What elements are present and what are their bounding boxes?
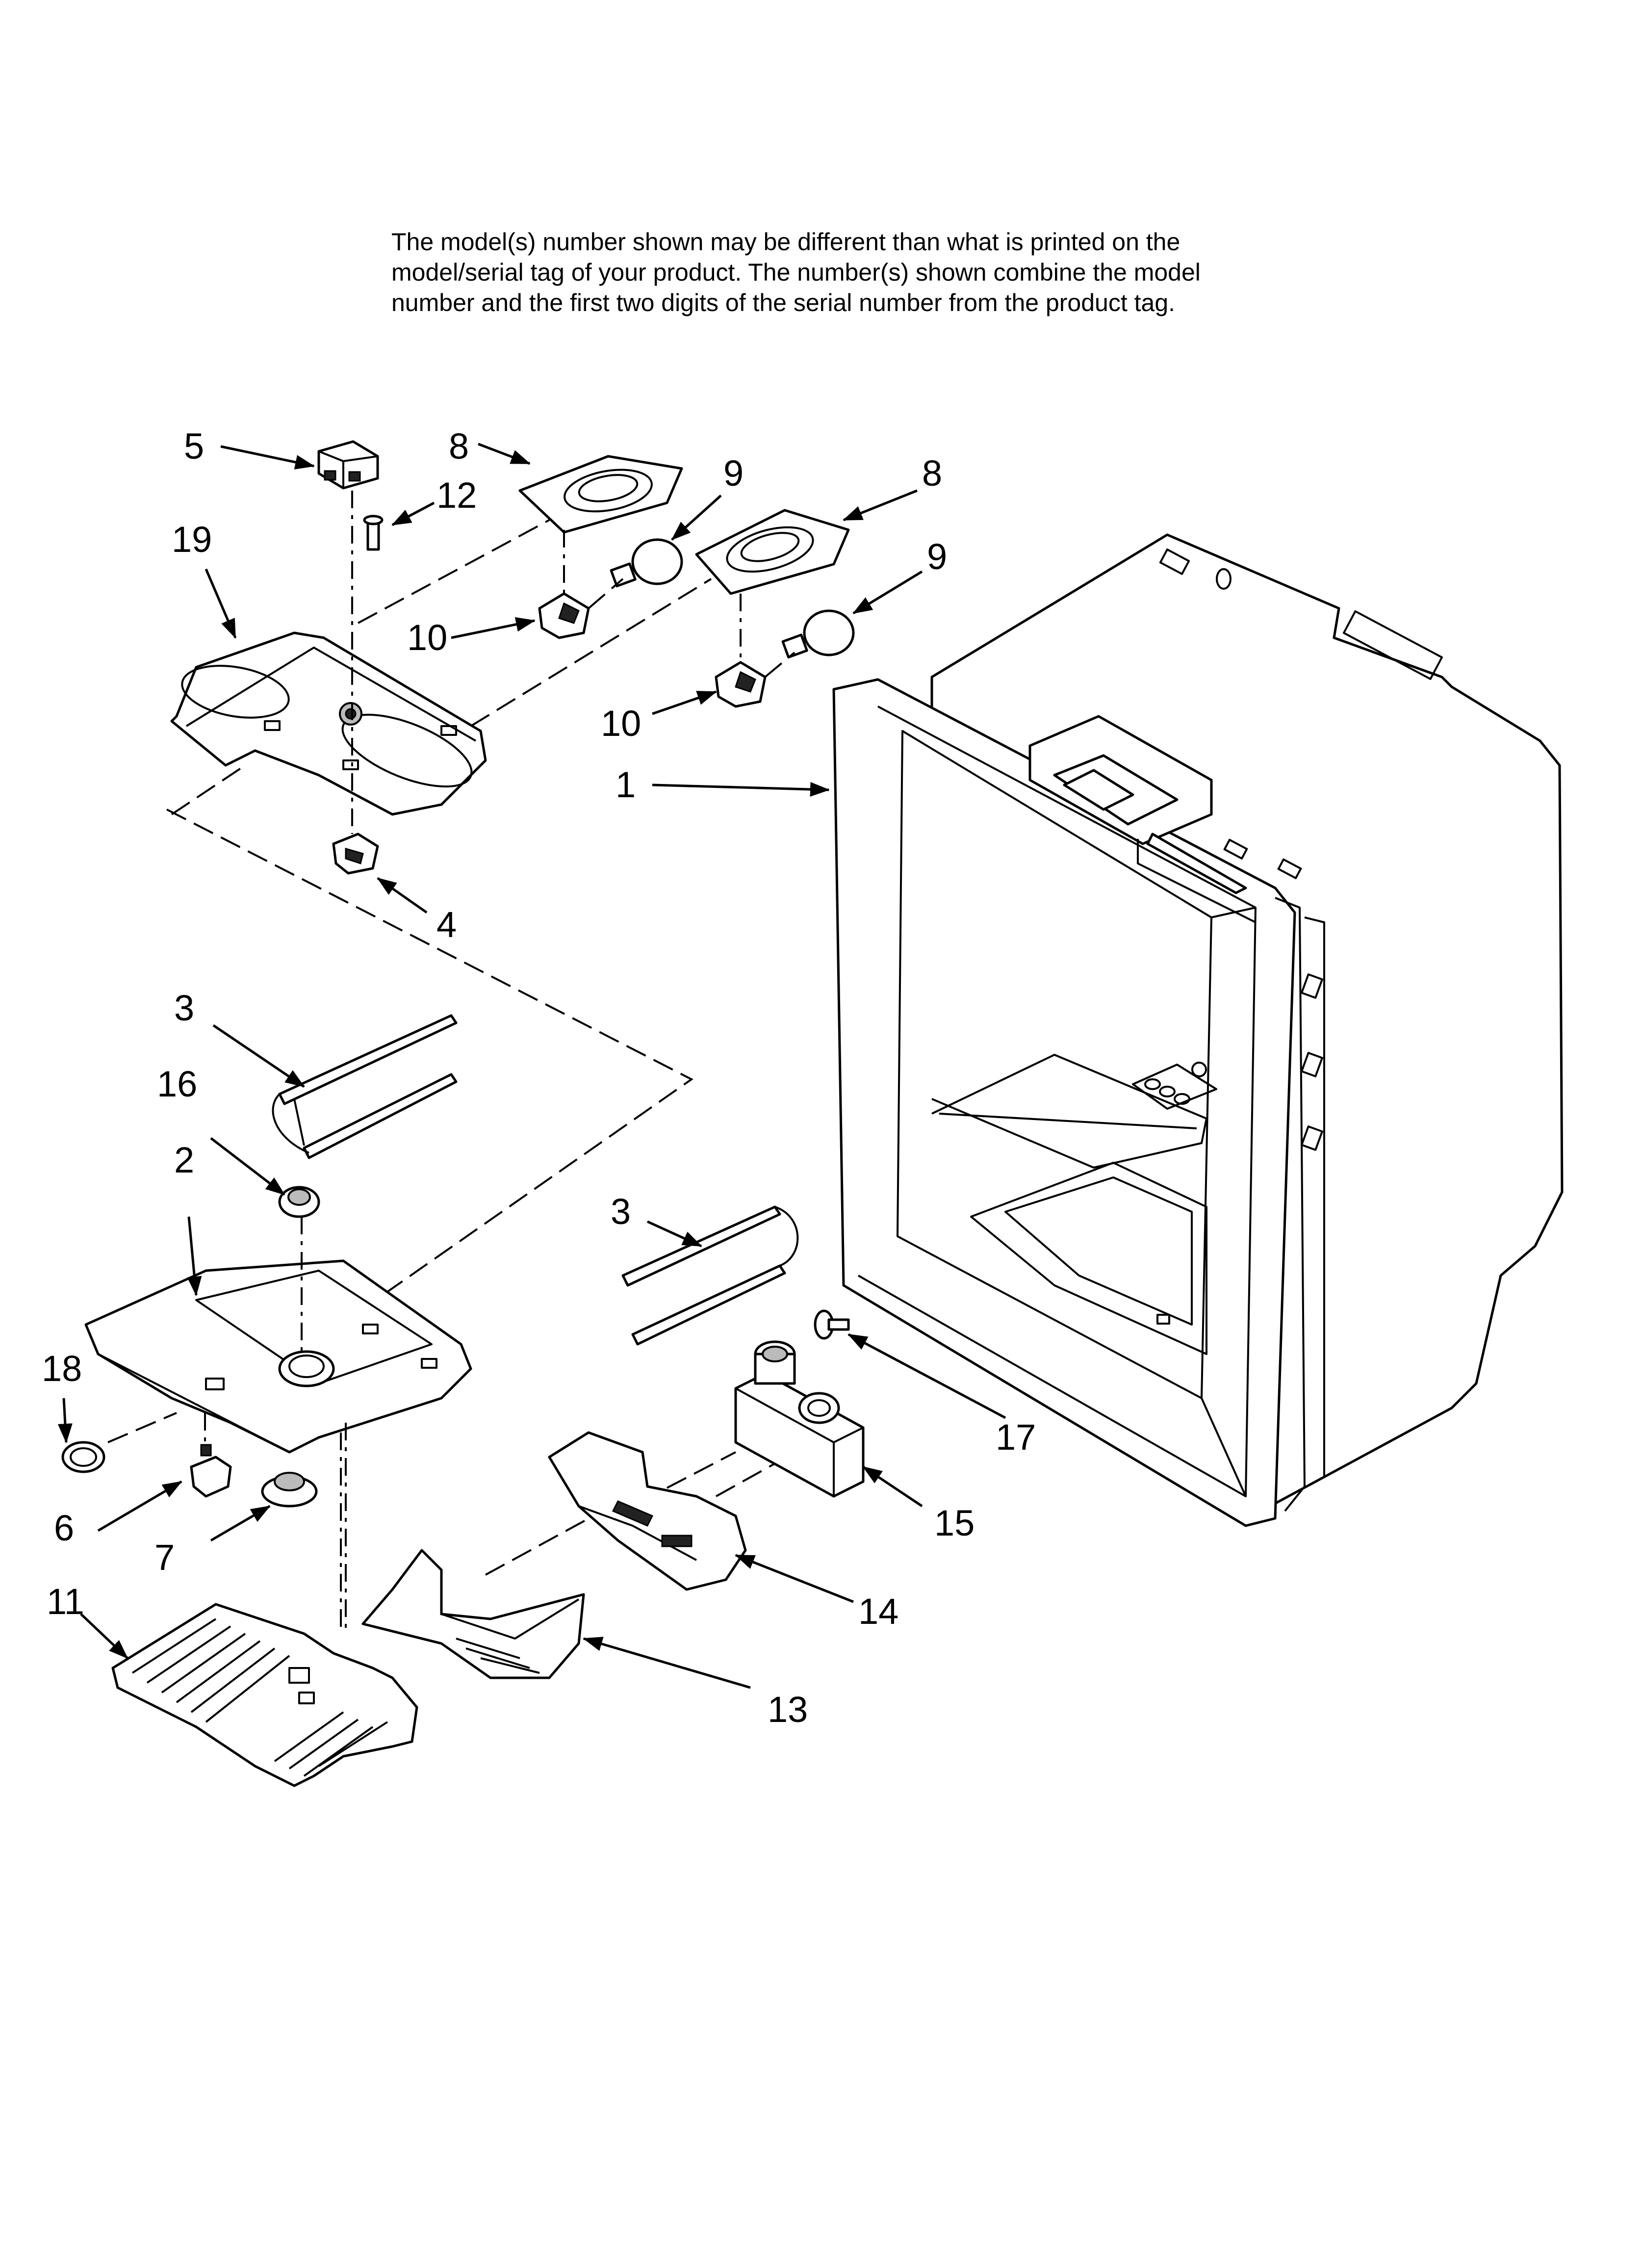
callout-14: 14 <box>858 1591 898 1632</box>
callout-9-right: 9 <box>927 536 947 577</box>
part-14-air-duct <box>548 1431 747 1591</box>
callout-7: 7 <box>154 1537 175 1578</box>
part-12-screw <box>363 515 384 551</box>
callout-9-left: 9 <box>723 453 744 494</box>
leader-arrows <box>57 443 1006 1689</box>
callout-6: 6 <box>54 1508 74 1548</box>
callout-4: 4 <box>436 904 457 945</box>
part-5-control-module <box>317 440 379 490</box>
callout-3-left: 3 <box>174 988 194 1028</box>
callout-10-right: 10 <box>601 703 641 744</box>
part-18-grommet <box>61 1441 105 1473</box>
callout-17: 17 <box>996 1417 1036 1458</box>
part-13-duct-cover <box>361 1549 585 1679</box>
callout-13: 13 <box>768 1689 808 1730</box>
callout-16: 16 <box>157 1064 197 1104</box>
part-1-refrigerator-liner <box>832 533 1564 1527</box>
callout-15: 15 <box>934 1503 975 1543</box>
part-10-socket-left <box>538 592 590 639</box>
callout-18: 18 <box>42 1348 82 1389</box>
callout-11: 11 <box>47 1581 84 1622</box>
part-4-light-socket <box>332 833 379 875</box>
part-9-light-bulb-right <box>781 609 855 659</box>
callout-1: 1 <box>616 764 636 805</box>
part-19-upper-light-housing <box>170 631 487 816</box>
notice-line-2: model/serial tag of your product. The nu… <box>391 259 1201 286</box>
part-17-screw <box>814 1309 850 1340</box>
part-7-knob <box>261 1472 318 1508</box>
callout-19: 19 <box>172 519 212 560</box>
part-11-grille <box>111 1603 418 1787</box>
assembly-lines-upper <box>166 491 795 1296</box>
assembly-lines-lower <box>107 1217 805 1629</box>
grille-slots <box>131 1618 388 1777</box>
callout-8-left: 8 <box>449 426 469 467</box>
callout-10-left: 10 <box>407 617 447 658</box>
part-8-light-cover-left <box>518 455 683 534</box>
part-2-lower-light-housing <box>84 1259 472 1454</box>
model-number-notice: The model(s) number shown may be differe… <box>391 227 1421 318</box>
callout-8-right: 8 <box>922 453 942 494</box>
callout-5: 5 <box>184 426 204 467</box>
part-6-switch <box>190 1444 232 1498</box>
notice-line-1: The model(s) number shown may be differe… <box>391 228 1180 256</box>
part-3-shelf-rails-right <box>621 1205 799 1346</box>
part-15-damper-assembly <box>734 1340 865 1498</box>
callout-12: 12 <box>436 475 477 516</box>
part-16-fitting <box>278 1186 320 1218</box>
notice-line-3: number and the first two digits of the s… <box>391 289 1176 316</box>
part-10-socket-right <box>715 661 767 708</box>
callout-labels: 5 8 12 19 9 8 9 10 10 1 4 3 16 2 3 18 17… <box>42 426 1036 1730</box>
part-8-light-cover-right <box>695 509 850 595</box>
part-9-light-bulb-left <box>610 538 683 588</box>
part-3-shelf-rails-left <box>272 1014 458 1159</box>
callout-3-right: 3 <box>611 1191 631 1232</box>
callout-2: 2 <box>174 1140 194 1180</box>
